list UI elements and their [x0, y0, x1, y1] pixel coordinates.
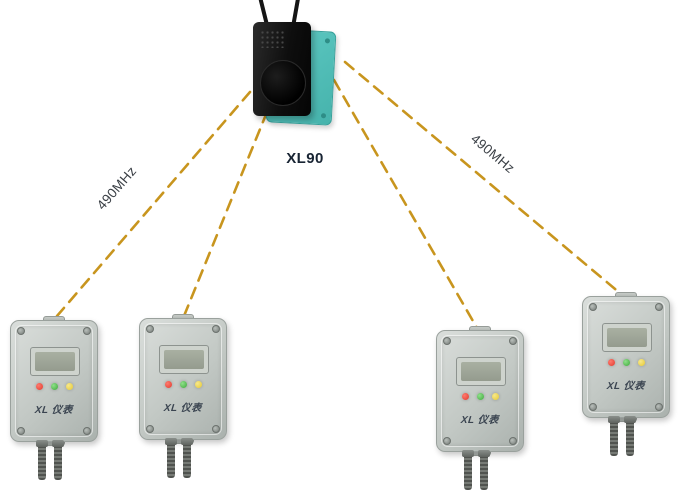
sensor-device-1: XL 仪表	[10, 316, 98, 482]
led-red-icon	[461, 393, 469, 400]
led-red-icon	[164, 381, 172, 388]
sensor-logo: XL 仪表	[460, 415, 500, 426]
lcd-display	[456, 357, 506, 386]
led-indicators	[11, 383, 97, 390]
screw-icon	[589, 403, 597, 411]
led-yellow-icon	[491, 393, 499, 400]
screw-icon	[655, 303, 663, 311]
speaker-grille	[260, 30, 286, 48]
link-label-right: 490MHz	[468, 131, 518, 176]
sensor-device-3: XL 仪表	[436, 326, 524, 492]
led-green-icon	[50, 383, 58, 390]
sensor-body: XL 仪表	[582, 296, 670, 418]
led-yellow-icon	[65, 383, 73, 390]
screw-icon	[655, 403, 663, 411]
gateway-device	[240, 0, 360, 130]
probe-icon	[478, 450, 490, 490]
screw-icon	[17, 427, 25, 435]
probe-icon	[181, 438, 193, 478]
screw-icon	[509, 437, 517, 445]
sensor-device-4: XL 仪表	[582, 292, 670, 458]
screw-icon	[146, 425, 154, 433]
screw-icon	[212, 325, 220, 333]
screw-icon	[17, 327, 25, 335]
link-line-sensor4	[343, 60, 623, 296]
lcd-screen	[461, 362, 501, 381]
link-line-sensor1	[55, 90, 252, 318]
sensor-faceplate	[441, 335, 519, 447]
screw-icon	[212, 425, 220, 433]
sensor-body: XL 仪表	[139, 318, 227, 440]
sensor-faceplate	[587, 301, 665, 413]
led-yellow-icon	[637, 359, 645, 366]
probe-icon	[624, 416, 636, 456]
lcd-screen	[164, 350, 204, 369]
sensor-body: XL 仪表	[436, 330, 524, 452]
probe-icon	[36, 440, 48, 480]
screw-icon	[146, 325, 154, 333]
lcd-screen	[607, 328, 647, 347]
led-yellow-icon	[194, 381, 202, 388]
sensor-logo: XL 仪表	[34, 405, 74, 416]
screw-icon	[83, 427, 91, 435]
led-red-icon	[607, 359, 615, 366]
led-indicators	[140, 381, 226, 388]
sensor-logo: XL 仪表	[606, 381, 646, 392]
screw-icon	[443, 337, 451, 345]
lcd-screen	[35, 352, 75, 371]
lcd-display	[30, 347, 80, 376]
led-green-icon	[179, 381, 187, 388]
gateway-label: XL90	[286, 150, 324, 167]
lcd-display	[159, 345, 209, 374]
sensor-faceplate	[144, 323, 222, 435]
sensor-logo: XL 仪表	[163, 403, 203, 414]
link-line-sensor2	[182, 110, 269, 318]
screw-icon	[589, 303, 597, 311]
probe-icon	[52, 440, 64, 480]
gateway-body	[253, 22, 311, 116]
led-red-icon	[35, 383, 43, 390]
link-line-sensor3	[332, 78, 479, 330]
sensor-device-2: XL 仪表	[139, 314, 227, 480]
sensor-body: XL 仪表	[10, 320, 98, 442]
probe-icon	[165, 438, 177, 478]
screw-icon	[83, 327, 91, 335]
probe-icon	[608, 416, 620, 456]
led-green-icon	[476, 393, 484, 400]
led-indicators	[437, 393, 523, 400]
probe-icon	[462, 450, 474, 490]
lcd-display	[602, 323, 652, 352]
screw-icon	[443, 437, 451, 445]
sensor-faceplate	[15, 325, 93, 437]
led-green-icon	[622, 359, 630, 366]
led-indicators	[583, 359, 669, 366]
screw-icon	[509, 337, 517, 345]
link-label-left: 490MHz	[94, 163, 139, 212]
speaker-circle	[260, 60, 306, 106]
